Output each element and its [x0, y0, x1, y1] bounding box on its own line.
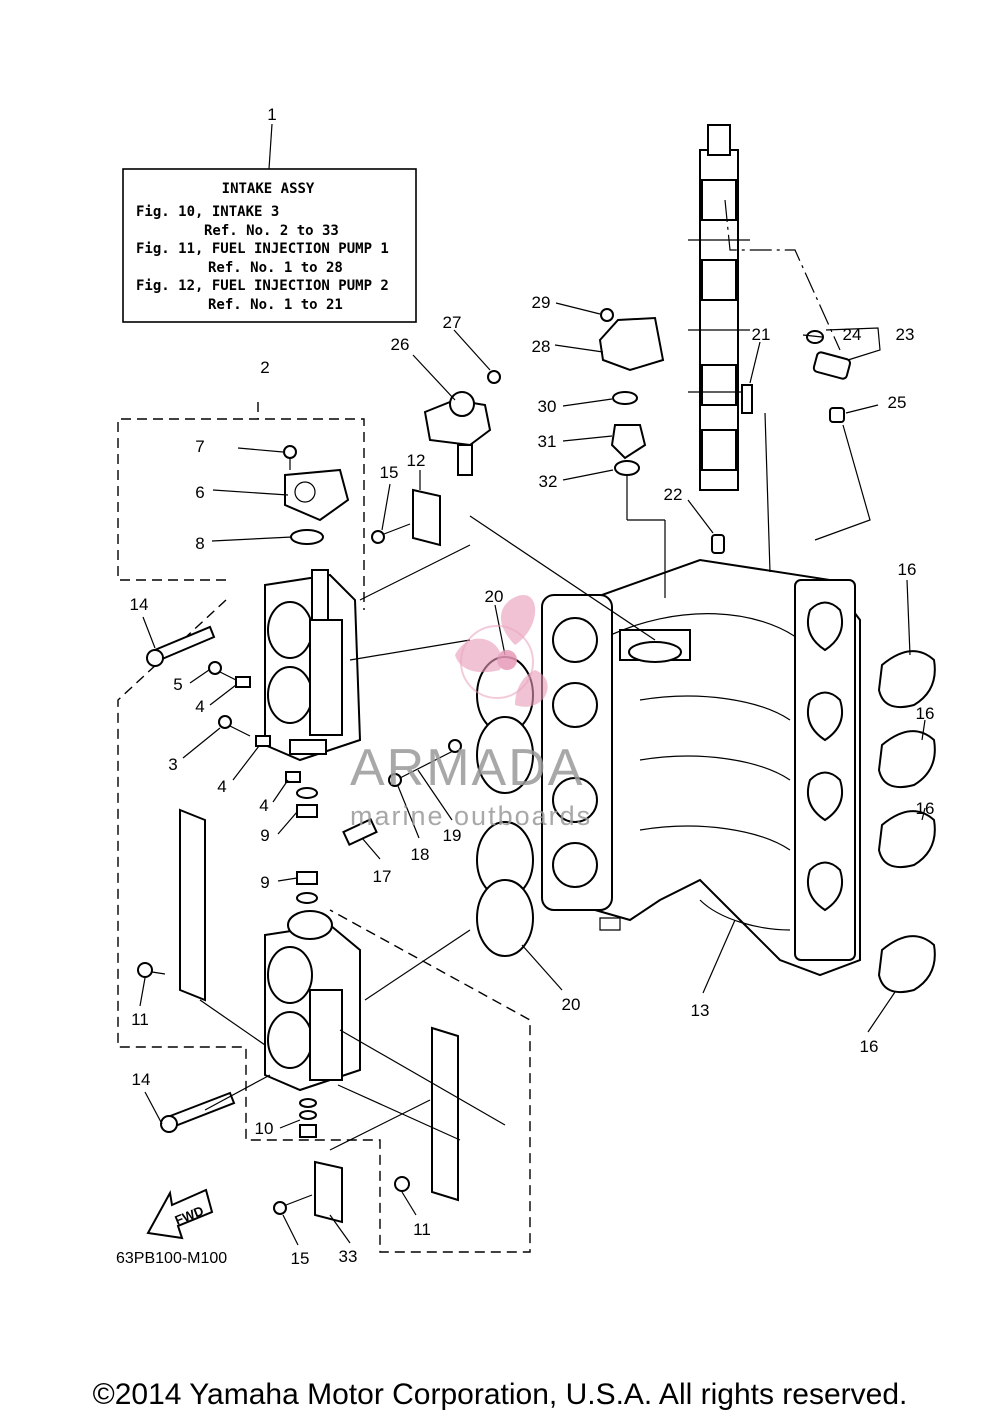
throttle-body-upper — [264, 569, 362, 762]
callout-20: 20 — [562, 995, 581, 1014]
watermark: ARMADA marine outboards — [350, 594, 592, 831]
callout-3: 3 — [168, 755, 177, 774]
callout-5: 5 — [173, 675, 182, 694]
info-box-line: Ref. No. 1 to 21 — [208, 297, 343, 313]
callout-17: 17 — [373, 867, 392, 886]
callout-15: 15 — [291, 1249, 310, 1268]
callout-4: 4 — [195, 697, 204, 716]
callout-26: 26 — [391, 335, 410, 354]
throttle-body-lower — [264, 910, 361, 1092]
callout-16: 16 — [860, 1037, 879, 1056]
callout-30: 30 — [538, 397, 557, 416]
info-box-title: INTAKE ASSY — [222, 181, 315, 197]
callout-15: 15 — [380, 463, 399, 482]
callout-8: 8 — [195, 534, 204, 553]
callout-28: 28 — [532, 337, 551, 356]
callout-23: 23 — [896, 325, 915, 344]
callout-7: 7 — [195, 437, 204, 456]
callout-33: 33 — [339, 1247, 358, 1266]
callout-16: 16 — [898, 560, 917, 579]
callout-10: 10 — [255, 1119, 274, 1138]
callout-27: 27 — [443, 313, 462, 332]
callout-9: 9 — [260, 826, 269, 845]
small-parts — [137, 308, 852, 1224]
callout-4: 4 — [259, 796, 268, 815]
callout-16: 16 — [916, 704, 935, 723]
callout-25: 25 — [888, 393, 907, 412]
callout-22: 22 — [664, 485, 683, 504]
callout-11: 11 — [131, 1010, 149, 1029]
copyright-notice: ©2014 Yamaha Motor Corporation, U.S.A. A… — [92, 1378, 908, 1411]
callout-24: 24 — [843, 325, 862, 344]
info-box-line: Fig. 12, FUEL INJECTION PUMP 2 — [136, 278, 389, 294]
callout-6: 6 — [195, 483, 204, 502]
info-box: INTAKE ASSY Fig. 10, INTAKE 3 Ref. No. 2… — [122, 123, 417, 323]
group-outlines — [117, 402, 531, 1253]
callout-20: 20 — [485, 587, 504, 606]
watermark-tagline: marine outboards — [350, 801, 592, 831]
callout-29: 29 — [532, 293, 551, 312]
callout-12: 12 — [407, 451, 426, 470]
callout-19: 19 — [443, 826, 462, 845]
info-box-line: Ref. No. 1 to 28 — [208, 260, 343, 276]
callout-18: 18 — [411, 845, 430, 864]
leader-lines — [139, 302, 926, 1246]
callout-16: 16 — [916, 799, 935, 818]
info-box-line: Fig. 10, INTAKE 3 — [136, 204, 279, 220]
callout-32: 32 — [539, 472, 558, 491]
callout-13: 13 — [691, 1001, 710, 1020]
callout-11: 11 — [413, 1220, 431, 1239]
propeller-logo-icon — [455, 594, 548, 707]
info-box-line: Fig. 11, FUEL INJECTION PUMP 1 — [136, 241, 389, 257]
watermark-brand: ARMADA — [350, 739, 584, 797]
callout-2: 2 — [260, 358, 269, 377]
gaskets-16 — [877, 650, 936, 994]
intake-manifold — [541, 558, 861, 977]
info-box-line: Ref. No. 2 to 33 — [204, 223, 339, 239]
callout-31: 31 — [538, 432, 557, 451]
callout-14: 14 — [130, 595, 149, 614]
callout-21: 21 — [752, 325, 771, 344]
callout-labels: 1 2 3 4 4 4 5 6 7 8 9 9 10 11 11 12 13 1… — [130, 105, 935, 1268]
fwd-arrow-icon: FWD — [146, 1188, 214, 1240]
fuel-rail — [688, 124, 841, 491]
callout-9: 9 — [260, 873, 269, 892]
callout-1: 1 — [267, 105, 276, 124]
callout-14: 14 — [132, 1070, 151, 1089]
callout-4: 4 — [217, 777, 226, 796]
diagram-code: 63PB100-M100 — [116, 1250, 227, 1267]
